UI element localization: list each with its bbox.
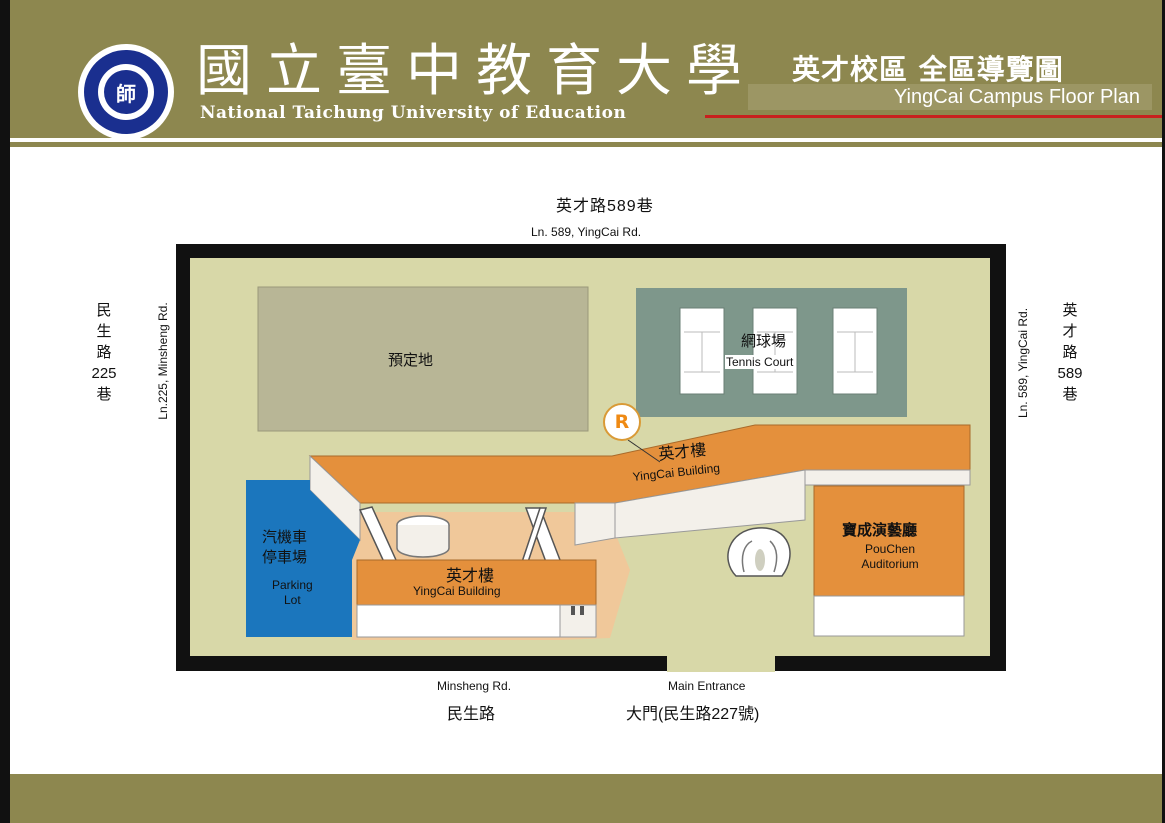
west-road-zh-5: 巷 xyxy=(96,386,112,403)
north-road-label-en: Ln. 589, YingCai Rd. xyxy=(531,225,642,239)
header-divider-white xyxy=(10,138,1162,142)
auditorium-block xyxy=(813,485,965,597)
yingcai-lower-label-zh: 英才樓 xyxy=(446,568,495,585)
east-road-label-zh: 英 才 路 589 巷 xyxy=(1048,300,1092,405)
auditorium-label-en: PouChen Auditorium xyxy=(850,542,930,572)
university-name-en: National Taichung University of Educatio… xyxy=(200,103,627,123)
east-road-zh-4: 589 xyxy=(1057,365,1083,382)
tennis-court-label-zh: 網球場 xyxy=(741,333,787,350)
parking-label-en: Parking Lot xyxy=(272,578,313,608)
parking-label-zh: 汽機車 停車場 xyxy=(262,528,307,568)
main-entrance-label-zh: 大門(民生路227號) xyxy=(626,706,760,723)
north-road-label-zh: 英才路589巷 xyxy=(556,198,654,215)
yingcai-lower-label-en: YingCai Building xyxy=(413,584,501,598)
main-entrance-label-en: Main Entrance xyxy=(668,679,746,693)
east-road-zh-1: 英 xyxy=(1062,302,1078,319)
main-entrance-gap xyxy=(667,654,775,672)
university-name-zh: 國立臺中教育大學 xyxy=(196,39,756,104)
tennis-courts xyxy=(679,307,878,395)
auditorium-label-zh: 寶成演藝廳 xyxy=(842,522,918,539)
page-title-en: YingCai Campus Floor Plan xyxy=(748,84,1152,110)
parking-label-en-line1: Parking xyxy=(272,578,313,592)
west-road-zh-4: 225 xyxy=(91,365,117,382)
east-road-zh-5: 巷 xyxy=(1062,386,1078,403)
east-road-zh-2: 才 xyxy=(1062,323,1078,340)
west-road-zh-2: 生 xyxy=(96,323,112,340)
tennis-court-label-en: Tennis Court xyxy=(725,355,795,369)
west-road-zh-3: 路 xyxy=(96,344,112,361)
yingcai-upper-label-zh: 英才樓 xyxy=(657,441,708,464)
header-accent-line xyxy=(705,115,1162,118)
right-frame-border xyxy=(1162,0,1165,823)
east-road-zh-3: 路 xyxy=(1062,344,1078,361)
parking-label-zh-line1: 汽機車 xyxy=(262,529,308,546)
east-road-label-en: Ln. 589, YingCai Rd. xyxy=(1016,307,1030,419)
south-road-label-zh: 民生路 xyxy=(447,706,496,723)
location-marker-r[interactable]: R xyxy=(603,403,641,441)
header-divider-olive xyxy=(10,142,1162,147)
left-frame-border xyxy=(0,0,10,823)
seal-core: 師 xyxy=(104,70,148,114)
parking-label-zh-line2: 停車場 xyxy=(262,549,308,566)
reserved-land-block xyxy=(257,286,589,432)
parking-label-en-line2: Lot xyxy=(284,593,301,607)
auditorium-label-en-line1: PouChen xyxy=(864,542,916,556)
parking-lot-block xyxy=(246,480,360,637)
footer-band xyxy=(10,774,1162,823)
west-road-label-zh: 民 生 路 225 巷 xyxy=(84,300,124,405)
west-road-zh-1: 民 xyxy=(96,302,112,319)
west-road-label-en: Ln.225, Minsheng Rd. xyxy=(156,302,170,420)
south-road-label-en: Minsheng Rd. xyxy=(437,679,512,693)
page-title-zh: 英才校區 全區導覽圖 xyxy=(792,53,1064,86)
auditorium-label-en-line2: Auditorium xyxy=(861,557,919,571)
marker-leader-line xyxy=(627,439,661,463)
reserved-land-label: 預定地 xyxy=(388,352,434,369)
